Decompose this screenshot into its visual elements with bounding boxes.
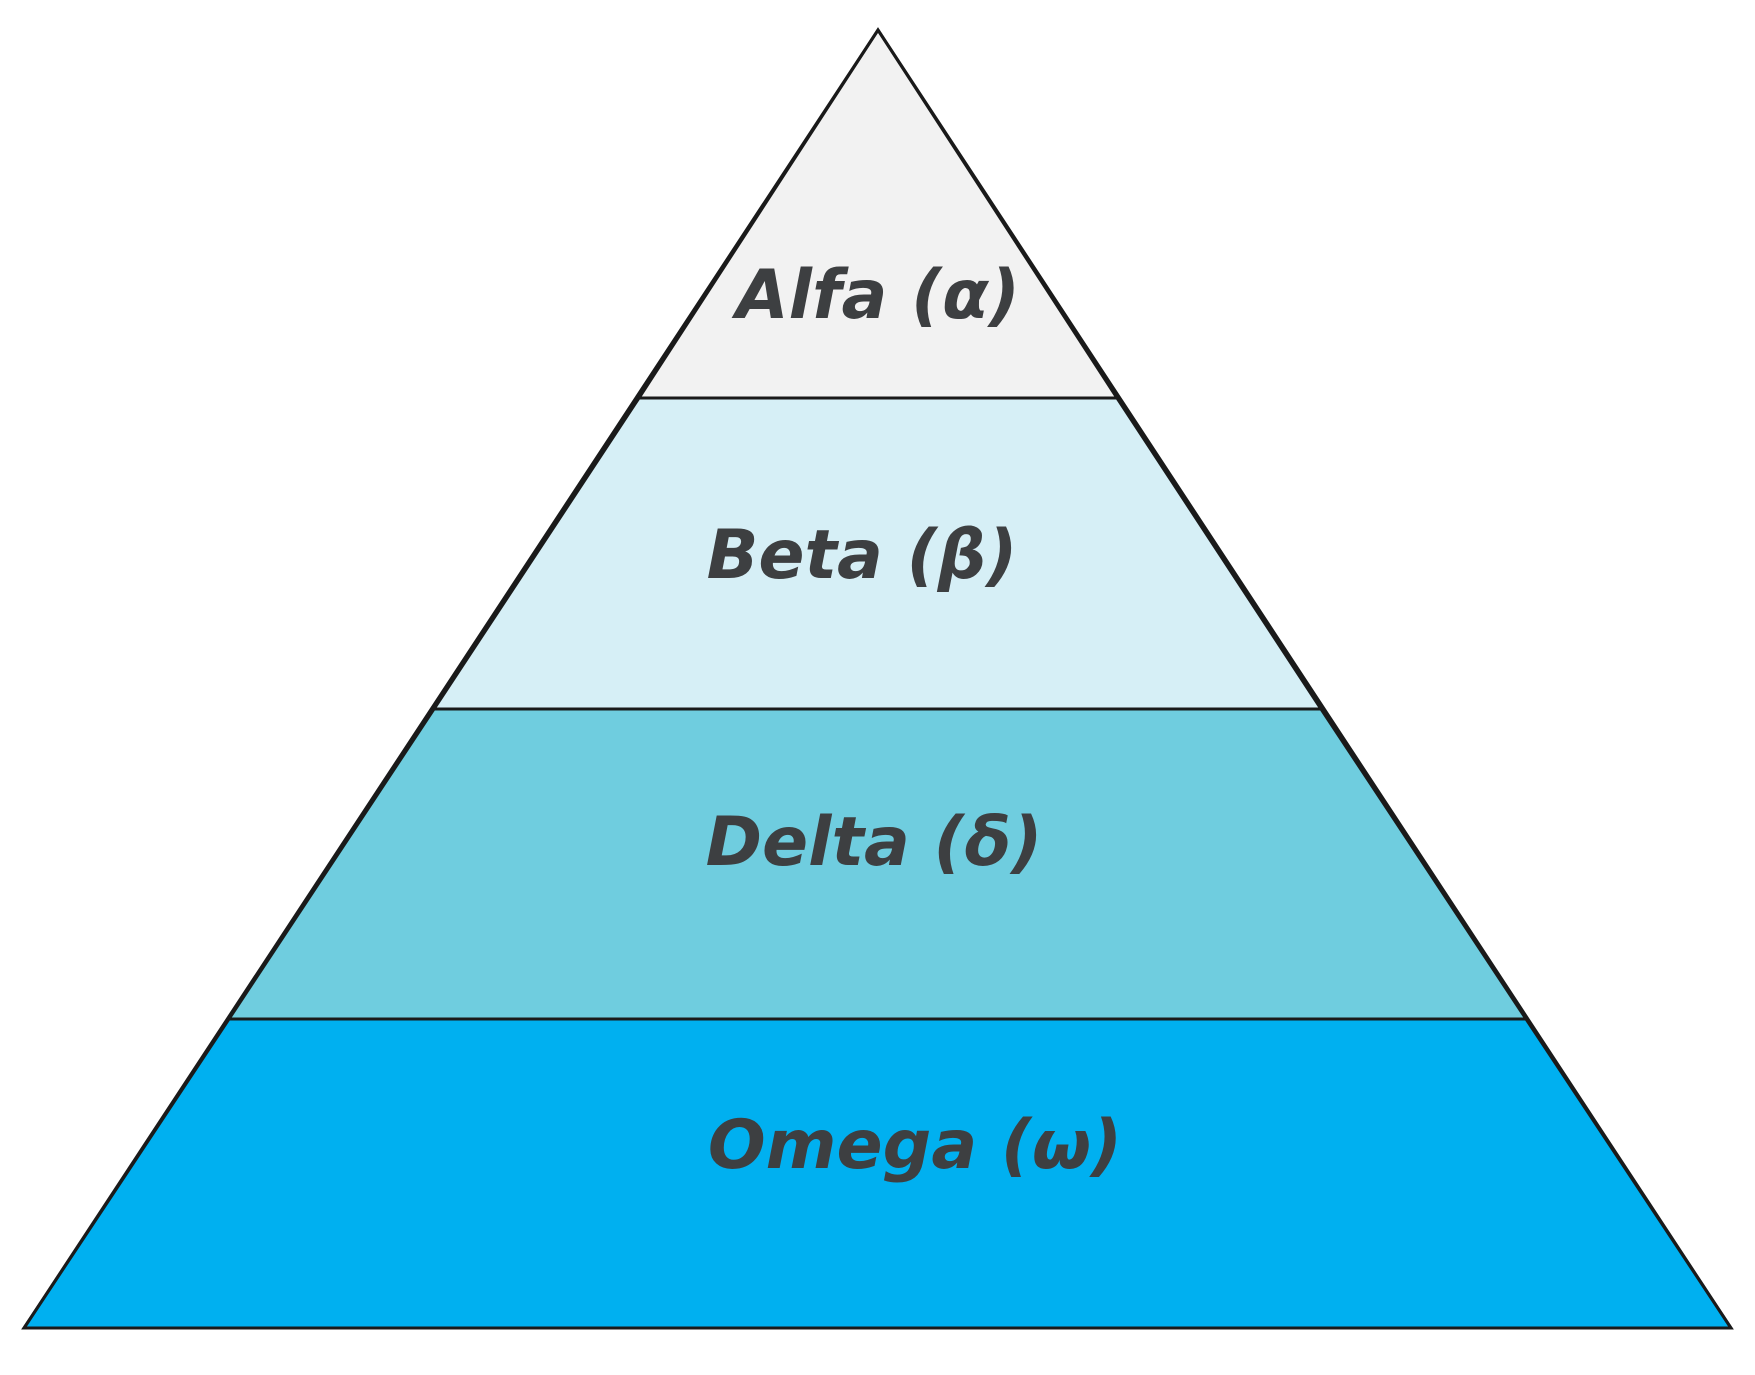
tier-label-delta: Delta (δ) bbox=[706, 803, 1043, 882]
tier-label-beta: Beta (β) bbox=[707, 516, 1018, 595]
tier-label-alfa: Alfa (α) bbox=[731, 256, 1020, 335]
pyramid-outline bbox=[21, 27, 1734, 1330]
tier-alfa bbox=[636, 27, 1120, 400]
tier-label-omega: Omega (ω) bbox=[708, 1106, 1122, 1185]
